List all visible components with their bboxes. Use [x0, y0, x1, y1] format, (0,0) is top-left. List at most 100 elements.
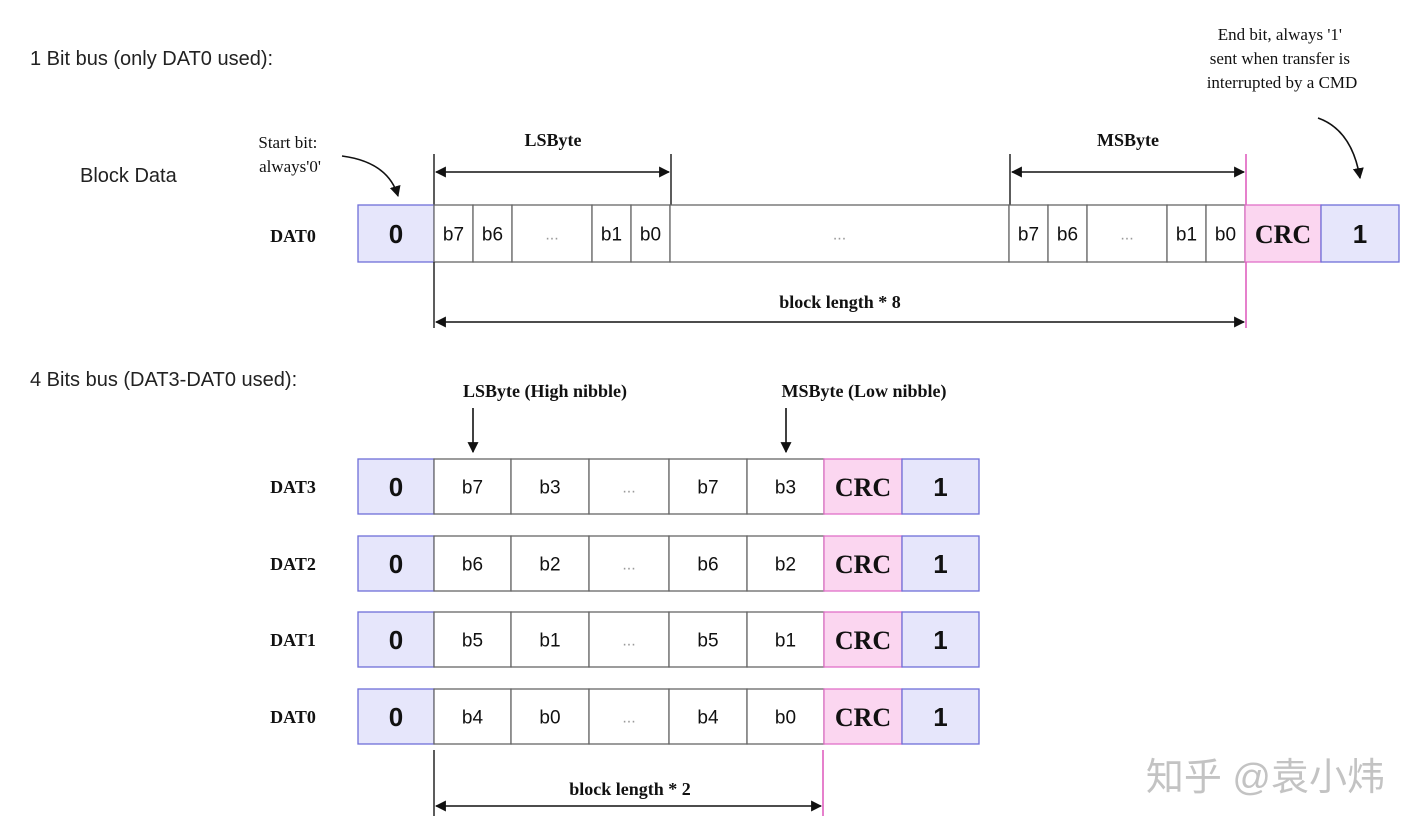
dat3-cell-bit	[746, 458, 825, 515]
lsbyte-high-nibble-label: LSByte (High nibble)	[463, 381, 627, 402]
dat2-cell-bit	[510, 535, 590, 592]
lsbyte-label: LSByte	[524, 130, 581, 150]
dat1-cell-end	[901, 611, 980, 668]
dat0-1bit-cell-text: ...	[833, 226, 846, 243]
watermark-text: 知乎 @袁小炜	[1146, 757, 1385, 799]
dat2-cell-text: b6	[697, 554, 718, 575]
dat3-cell-start	[357, 458, 435, 515]
dat1-cell-text: CRC	[835, 626, 891, 655]
dat3-cell-text: 0	[389, 472, 403, 502]
block-data-label: Block Data	[80, 165, 178, 187]
dat1-cell-crc	[823, 611, 903, 668]
dat0-1bit-cell-start	[357, 204, 435, 263]
dat0-cell-bit	[668, 688, 748, 745]
dat1-cell-text: b5	[697, 630, 718, 651]
dat3-cell-bit	[668, 458, 748, 515]
dat0-cell-gap	[588, 688, 670, 745]
dat0-1bit-cell-gap	[1086, 204, 1168, 263]
msbyte-label: MSByte	[1097, 130, 1159, 150]
dat3-cell-text: 1	[933, 472, 947, 502]
dat0-cell-end	[901, 688, 980, 745]
end-bit-note: End bit, always '1' sent when transfer i…	[1207, 25, 1358, 92]
dat2-cell-gap	[588, 535, 670, 592]
dat0-cell-text: b0	[775, 707, 796, 728]
dat3-cell-text: ...	[622, 479, 635, 496]
dat1-cell-bit	[746, 611, 825, 668]
dat3-cell-text: b3	[539, 477, 560, 498]
dat0-cell-text: b4	[697, 707, 719, 728]
dat1-cell-gap	[588, 611, 670, 668]
dat1-cell-text: b1	[775, 630, 796, 651]
dat3-cell-bit	[510, 458, 590, 515]
dat3-cell-crc	[823, 458, 903, 515]
dat0-1bit-cell-text: 0	[389, 219, 403, 249]
dat2-cell-text: 1	[933, 549, 947, 579]
len8-label: block length * 8	[779, 292, 901, 312]
dat0-1bit-cell-text: CRC	[1255, 220, 1311, 249]
end-note-line-2: sent when transfer is	[1210, 49, 1350, 68]
dat0-1bit-cell-gap	[511, 204, 593, 263]
dat0-cell-start	[357, 688, 435, 745]
dat0-1bit-cell-crc	[1244, 204, 1322, 263]
dat0-cell-text: CRC	[835, 703, 891, 732]
start-bit-arrow	[341, 155, 401, 198]
dat0-1bit-cell-bit	[630, 204, 671, 263]
dat2-cell-text: CRC	[835, 550, 891, 579]
one-bit-row-label: DAT0	[270, 226, 316, 246]
row-label-dat3: DAT3	[270, 477, 316, 497]
dat2-cell-bit	[433, 535, 512, 592]
dat2-cell-start	[357, 535, 435, 592]
dat0-1bit-cell-bit	[591, 204, 632, 263]
dat0-cell-text: b4	[462, 707, 484, 728]
one-bit-heading: 1 Bit bus (only DAT0 used):	[30, 48, 273, 70]
dat3-cell-text: b7	[462, 477, 483, 498]
row-label-dat1: DAT1	[270, 630, 316, 650]
dat0-1bit-cell-text: b7	[1018, 224, 1039, 245]
dat0-1bit-cell-text: b6	[1057, 224, 1078, 245]
end-bit-arrow	[1317, 117, 1364, 180]
dat0-1bit-cell-bit	[1205, 204, 1246, 263]
dat0-1bit-cell-text: b0	[640, 224, 661, 245]
dat0-1bit-cell-bit	[1008, 204, 1049, 263]
end-note-line-3: interrupted by a CMD	[1207, 73, 1358, 92]
dat0-cell-text: 1	[933, 702, 947, 732]
dat3-cell-end	[901, 458, 980, 515]
dat0-cell-text: 0	[389, 702, 403, 732]
dat2-cell-text: b2	[539, 554, 560, 575]
dat0-1bit-cell-text: b1	[601, 224, 622, 245]
dat3-cell-gap	[588, 458, 670, 515]
dat0-1bit-cell-text: 1	[1353, 219, 1367, 249]
msbyte-low-nibble-label: MSByte (Low nibble)	[781, 381, 946, 402]
start-note-line-1: Start bit:	[258, 133, 317, 152]
dat0-1bit-cell-text: ...	[1120, 226, 1133, 243]
dat1-cell-text: b1	[539, 630, 560, 651]
dat2-cell-text: 0	[389, 549, 403, 579]
dat0-1bit-cell-bit	[1166, 204, 1207, 263]
dat2-cell-text: b6	[462, 554, 483, 575]
dat0-1bit-cell-text: b6	[482, 224, 503, 245]
dat0-cell-bit	[510, 688, 590, 745]
dat2-cell-text: b2	[775, 554, 796, 575]
dat1-cell-bit	[510, 611, 590, 668]
dat3-cell-text: b3	[775, 477, 796, 498]
dat0-cell-text: ...	[622, 709, 635, 726]
dat1-cell-bit	[433, 611, 512, 668]
dat2-cell-end	[901, 535, 980, 592]
dat2-cell-bit	[668, 535, 748, 592]
dat0-1bit-cell-text: b0	[1215, 224, 1236, 245]
dat3-cell-text: CRC	[835, 473, 891, 502]
start-note-line-2: always'0'	[259, 157, 321, 176]
dat0-cell-bit	[746, 688, 825, 745]
dat2-cell-crc	[823, 535, 903, 592]
dat1-cell-text: b5	[462, 630, 483, 651]
dat1-cell-text: 0	[389, 625, 403, 655]
dat0-1bit-cell-text: b1	[1176, 224, 1197, 245]
dat2-cell-text: ...	[622, 556, 635, 573]
dat0-1bit-cell-text: ...	[545, 226, 558, 243]
